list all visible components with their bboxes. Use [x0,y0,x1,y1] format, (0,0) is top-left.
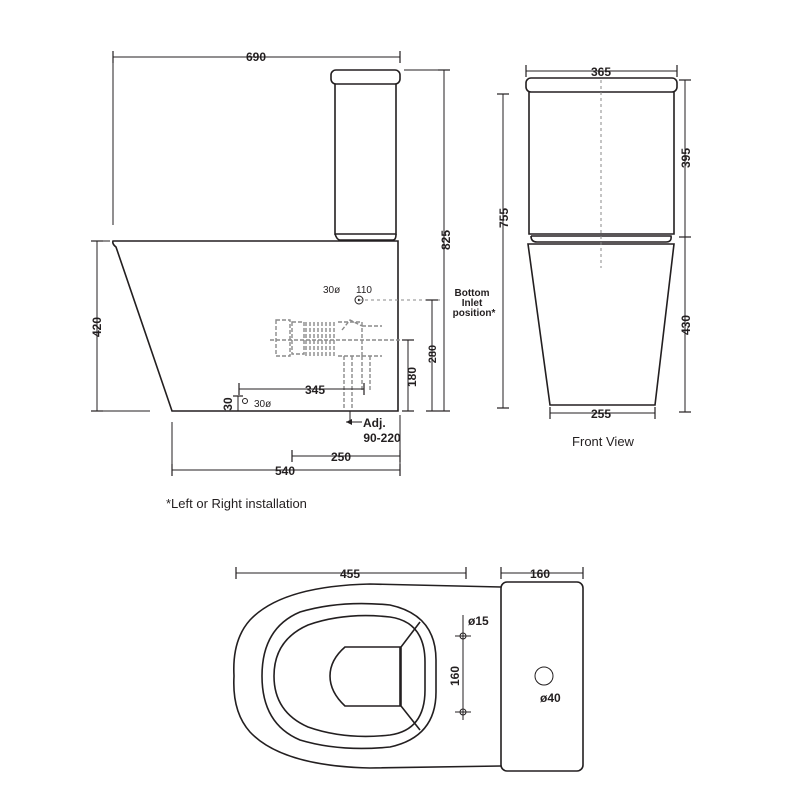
pan-outline-top [233,583,502,769]
fixing-hole-upper [455,628,471,644]
inlet-diameter-label: 30ø [323,285,340,296]
bottom-inlet-line-3: position* [453,308,496,319]
dim-pan-height: 420 [90,317,104,337]
inlet-hole-diameter: ø40 [540,691,561,705]
installation-note: *Left or Right installation [166,496,307,511]
front-view-caption: Front View [572,434,635,449]
dim-base-depth: 540 [275,464,295,478]
cistern-body-front [528,92,675,235]
cistern-body-side [334,84,397,235]
front-view: 365 755 395 430 255 Front View [497,65,693,449]
dim-outlet-offset: 250 [331,450,351,464]
fixing-hole-diameter: ø15 [468,614,489,628]
dim-hole-spacing: 160 [448,666,462,686]
adjustment-range: 90-220 [363,431,401,445]
dim-outlet-height: 180 [405,367,419,387]
dim-bowl-length: 455 [340,567,360,581]
pan-side [112,240,399,412]
dim-cistern-width: 365 [591,65,611,79]
dim-small-height: 30 [221,397,235,411]
cistern-seat-side [334,233,397,241]
top-view: ø40 ø15 160 455 160 [233,567,584,772]
inlet-offset-label: 110 [356,285,372,296]
bottom-inlet-line-1: Bottom [455,288,490,299]
cistern-seat-front [530,235,672,243]
flush-rim [400,621,421,731]
bowl-outline-top [273,614,426,738]
rim-outline-top [261,602,437,750]
bottom-inlet-line-2: Inlet [462,298,483,309]
fixing-hole-lower [455,704,471,720]
hidden-pipework [270,319,400,410]
adjustment-label: Adj. [363,416,386,430]
dim-overall-height: 825 [439,230,453,250]
dim-cistern-depth: 160 [530,567,550,581]
pan-front [527,243,675,406]
dim-front-height: 755 [497,208,511,228]
cistern-lid-side [330,69,401,85]
dim-base-width: 255 [591,407,611,421]
dim-cistern-height: 395 [679,148,693,168]
side-view: 690 825 420 280 180 345 30 30ø [90,50,495,478]
outlet-circle-side [242,398,248,404]
waterway [329,646,401,707]
dim-inlet-height: 280 [427,345,439,363]
dim-front-pan-height: 430 [679,315,693,335]
inlet-circle-side [354,295,364,305]
cistern-top [500,581,584,772]
inlet-hole-top [534,666,554,686]
dim-inlet-depth: 345 [305,383,325,397]
dim-overall-width: 690 [246,50,266,64]
outlet-diameter-label: 30ø [254,399,271,410]
